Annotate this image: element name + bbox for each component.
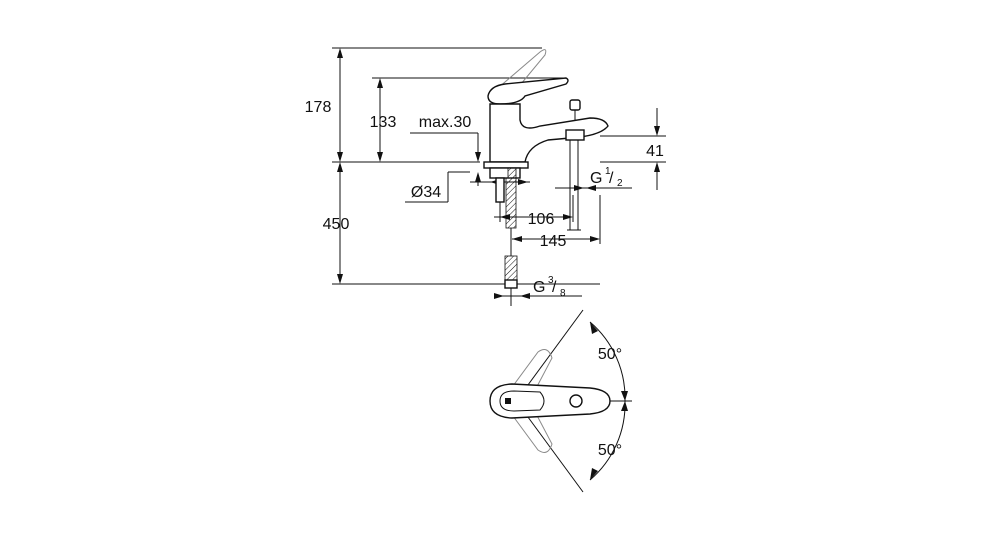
dimension-178: 178 — [305, 48, 343, 162]
angle-label-upper: 50° — [598, 346, 622, 363]
hose-thread-denominator: 8 — [560, 288, 566, 299]
dimension-label-spout-reach: 145 — [540, 233, 567, 250]
lever-right-position — [509, 405, 553, 453]
reference-lines — [332, 47, 666, 285]
lever-left-position — [509, 349, 553, 397]
hose-thread-g: G — [533, 279, 545, 296]
faucet-side-profile — [483, 49, 609, 306]
spout-thread-g: G — [590, 170, 602, 187]
angle-label-lower: 50° — [598, 442, 622, 459]
dimension-450: 450 — [323, 162, 350, 284]
lower-swing-line — [524, 412, 584, 493]
thread-hose: G 3 / 8 — [494, 275, 582, 299]
dimension-max30: max.30 — [410, 114, 481, 186]
spout-thread-numerator: 1 — [605, 166, 611, 177]
dimension-label-spout-height: 41 — [646, 143, 664, 160]
dimension-label-total-height: 178 — [305, 99, 332, 116]
dimension-label-lever-height: 133 — [370, 114, 397, 131]
spout-thread-denominator: 2 — [617, 178, 623, 189]
hose-thread-slash: / — [552, 279, 557, 296]
diverter-knob-top — [569, 394, 583, 408]
dimension-label-spout-offset: 106 — [528, 211, 555, 228]
dimension-label-hose-length: 450 — [323, 216, 350, 233]
dimension-label-max-thickness: max.30 — [419, 114, 472, 131]
side-view: 178 133 450 max.30 — [305, 47, 666, 306]
dimension-133: 133 — [370, 78, 397, 162]
dimension-label-hole-diameter: Ø34 — [411, 184, 441, 201]
faucet-top-profile — [489, 383, 611, 419]
dimension-41: 41 — [646, 108, 664, 190]
top-view: 50° 50° — [489, 309, 632, 493]
thread-spout: G 1 / 2 — [555, 166, 632, 191]
upper-swing-line — [524, 309, 584, 390]
spout-thread-slash: / — [609, 170, 614, 187]
hose-thread-numerator: 3 — [548, 275, 554, 286]
dimension-145: 145 — [512, 233, 600, 250]
